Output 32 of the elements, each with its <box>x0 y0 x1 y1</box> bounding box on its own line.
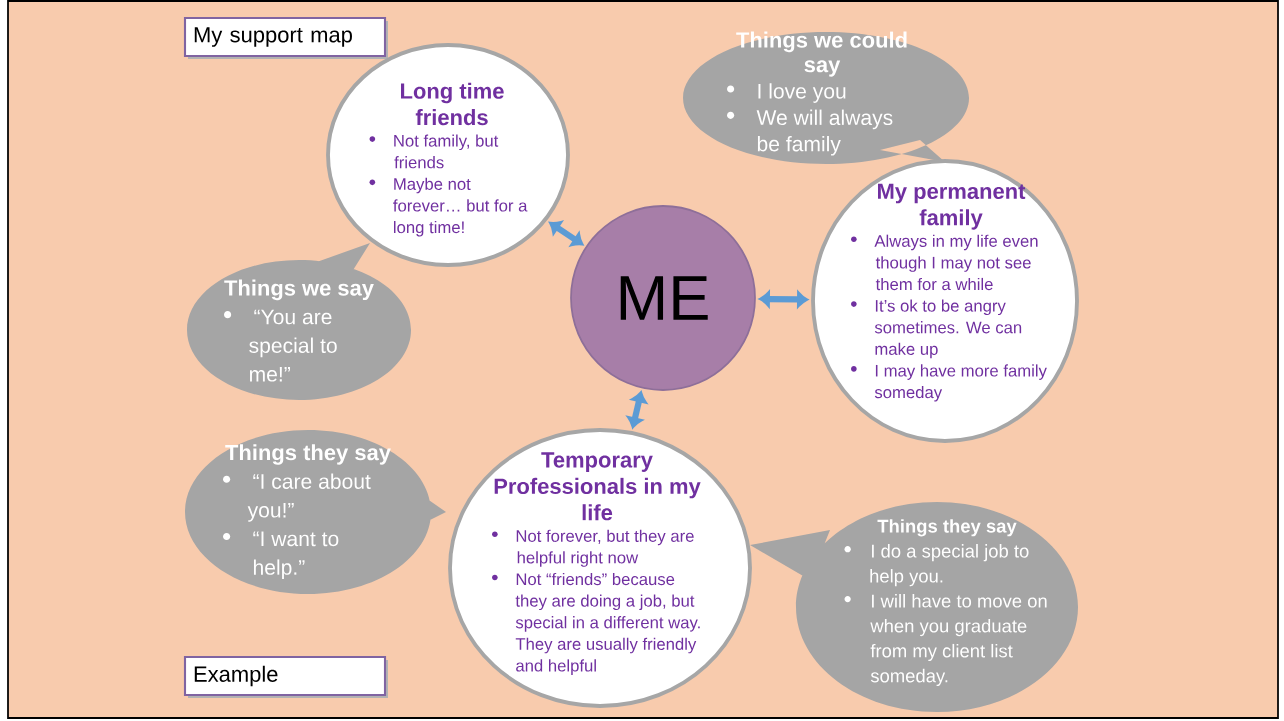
heading: Things we could say <box>736 31 907 77</box>
heading: Things we say <box>224 279 374 301</box>
circle <box>448 428 752 708</box>
speech-bubble <box>185 430 446 594</box>
bullet-item: Not “friends” because they are doing a job, but special in a different way. They are usually friendly and helpful <box>492 572 700 675</box>
bullet-item: Not forever, but they are helpful right now <box>492 529 694 567</box>
bullet-item: We will always be family <box>727 109 893 156</box>
bullet-item: It’s ok to be angry sometimes. We can make up <box>851 299 1022 359</box>
speech-bubble <box>750 502 1078 712</box>
label-box: My support map <box>183 16 388 59</box>
bullet-item: “You are special to me!” <box>224 309 337 382</box>
double-arrow <box>626 391 647 429</box>
heading: My permanent family <box>878 183 1026 230</box>
bullet-item: I may have more family someday <box>851 364 1047 402</box>
double-arrow <box>758 291 809 308</box>
speech-bubble <box>683 31 969 164</box>
bullet-item: “I care about you!” <box>223 473 371 522</box>
bullet-item: “I want to help.” <box>223 531 339 580</box>
heading: Temporary Professionals in my life <box>494 452 701 521</box>
bullet-item: Not family, but friends <box>369 134 499 169</box>
bullet-item: Maybe not forever… but for a long time! <box>369 177 528 237</box>
label-box: Example <box>183 655 388 698</box>
bullet-item: I love you <box>727 83 846 103</box>
bullet-item: Always in my life even though I may not see them for a while <box>851 234 1038 291</box>
heading: Things they say <box>877 519 1017 537</box>
bullet-item: I do a special job to help you. <box>844 544 1029 587</box>
circle <box>811 159 1079 443</box>
double-arrow <box>549 220 584 247</box>
bullet-item: I will have to move on when you graduate from my client list someday. <box>844 594 1047 687</box>
heading: Long time friends <box>401 82 504 126</box>
heading: Things they say <box>225 444 391 465</box>
speech-bubble <box>187 243 411 400</box>
